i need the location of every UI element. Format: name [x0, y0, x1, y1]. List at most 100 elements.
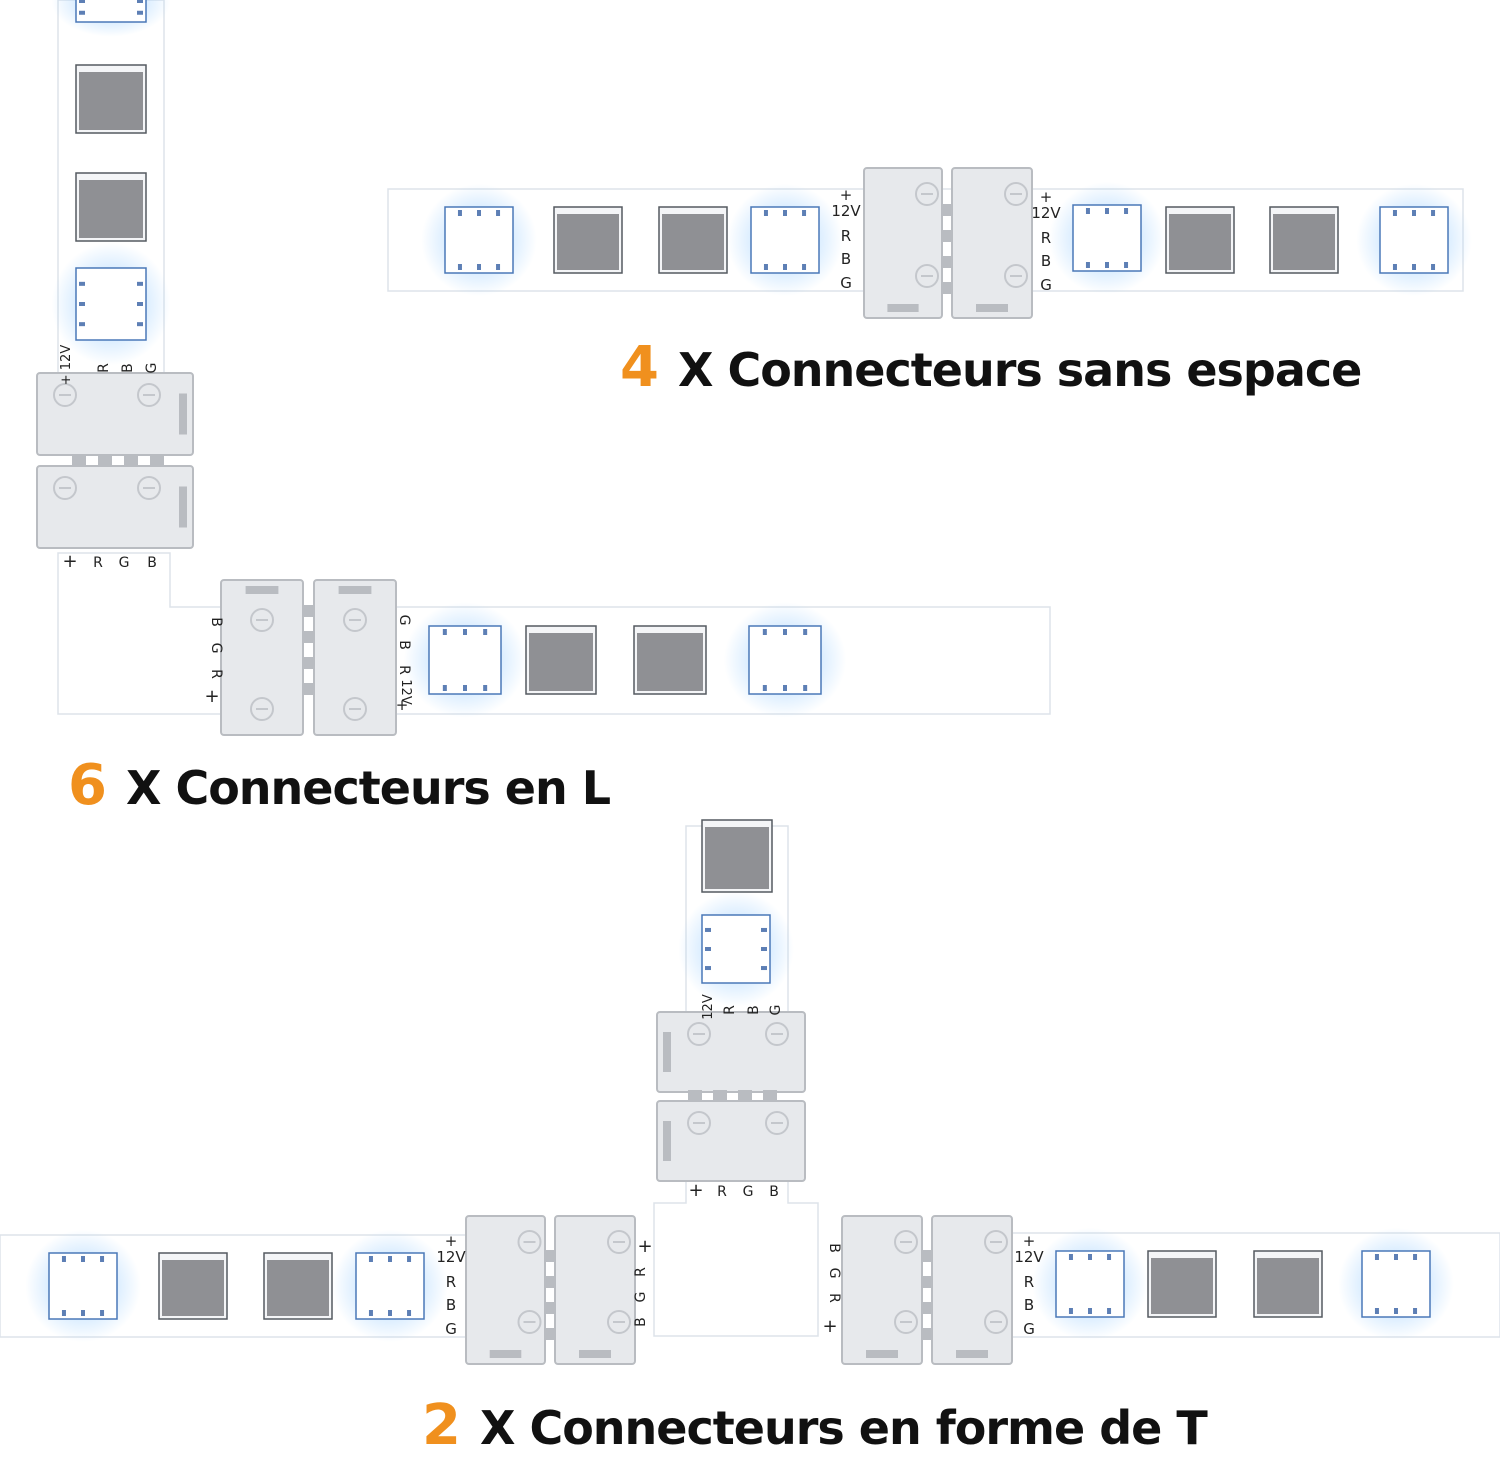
connector-pin	[688, 1090, 702, 1100]
led-pin	[1392, 264, 1397, 270]
led-pin	[79, 302, 85, 306]
strip-label-r: R	[396, 665, 412, 675]
connector-tab	[489, 1350, 522, 1358]
connector-tab	[956, 1350, 988, 1358]
strip-label-plus: +	[1023, 1232, 1036, 1250]
connector-pin	[922, 1276, 932, 1288]
caption-text: X Connecteurs en L	[125, 761, 611, 815]
connector-clip	[841, 1215, 923, 1365]
led-chip-on	[75, 0, 147, 23]
strip-label-r: R	[1041, 229, 1051, 247]
led-chip-on	[750, 206, 820, 274]
strip-label-b: B	[208, 617, 224, 627]
connector-clip	[313, 579, 397, 736]
strip-label-b: B	[147, 555, 157, 571]
led-pin	[1392, 210, 1397, 216]
strip-label-r: R	[841, 227, 851, 245]
connector-pin	[942, 282, 952, 294]
led-chip-on	[428, 625, 502, 695]
led-pin	[803, 629, 808, 635]
led-pin	[1105, 208, 1109, 214]
strip-label-b: B	[446, 1296, 456, 1314]
screw-icon	[517, 1310, 542, 1334]
strip-label-plus: +	[1040, 188, 1053, 206]
led-pin	[100, 1310, 105, 1316]
led-chip-core	[1151, 1258, 1213, 1314]
led-pin	[79, 281, 85, 286]
led-pin	[457, 264, 462, 270]
strip-label-plus: +	[822, 1316, 837, 1337]
led-pin	[1088, 1308, 1092, 1314]
led-pin	[783, 264, 787, 270]
caption-count: 6	[68, 753, 107, 818]
connector-pin	[545, 1302, 555, 1314]
strip-label-g: G	[743, 1184, 754, 1200]
led-chip-core	[662, 214, 724, 270]
strip-label-plus: +	[204, 686, 219, 707]
led-pin	[1085, 208, 1090, 214]
strip-label-g: G	[826, 1268, 842, 1279]
led-pin	[61, 1310, 66, 1316]
strip-label-plus: +	[637, 1236, 652, 1257]
led-pin	[137, 281, 143, 286]
connector-clip	[465, 1215, 546, 1365]
caption-text: X Connecteurs sans espace	[677, 343, 1362, 397]
strip-label-b: B	[841, 250, 851, 268]
strip-label-b: B	[633, 1317, 649, 1327]
strip-label-b: B	[396, 640, 412, 650]
screw-icon	[915, 182, 939, 206]
led-pin	[388, 1256, 392, 1262]
caption-text: X Connecteurs en forme de T	[479, 1401, 1208, 1455]
connector-tab	[579, 1350, 611, 1358]
led-pin	[1394, 1308, 1398, 1314]
strip-label-b: B	[769, 1184, 779, 1200]
led-pin	[79, 10, 85, 15]
connector-pin	[303, 683, 313, 695]
led-pin	[705, 966, 711, 971]
strip-label-g: G	[144, 363, 160, 374]
led-pin	[1088, 1254, 1092, 1260]
connector-pin	[738, 1090, 752, 1100]
connector-clip	[951, 167, 1033, 319]
strip-label-b: B	[120, 363, 136, 373]
strip-label-g: G	[208, 643, 224, 654]
connector-tab	[179, 486, 187, 528]
caption-count: 2	[422, 1393, 461, 1458]
connector-pin	[124, 455, 138, 465]
led-pin	[1413, 1308, 1418, 1314]
connector-pin	[713, 1090, 727, 1100]
strip-label-12v: 12V	[831, 202, 861, 220]
led-pin	[802, 210, 807, 216]
screw-icon	[915, 264, 939, 288]
screw-icon	[343, 608, 367, 632]
led-pin	[783, 629, 787, 635]
led-pin	[1412, 264, 1416, 270]
connector-pin	[922, 1250, 932, 1262]
screw-icon	[517, 1230, 542, 1254]
strip-label-plus: +	[840, 186, 853, 204]
strip-label-r: R	[826, 1293, 842, 1303]
l-connector-board	[57, 552, 223, 715]
screw-icon	[607, 1310, 631, 1334]
led-pin	[442, 629, 447, 635]
led-chip-core	[162, 1260, 224, 1316]
connector-pin	[922, 1302, 932, 1314]
strip-label-g: G	[1023, 1320, 1035, 1338]
connector-pin	[763, 1090, 777, 1100]
t-connector-board	[653, 1178, 819, 1337]
led-pin	[457, 210, 462, 216]
led-chip-core	[705, 827, 769, 889]
led-pin	[463, 685, 467, 691]
led-pin	[762, 629, 767, 635]
led-pin	[137, 10, 143, 15]
screw-icon	[765, 1111, 789, 1135]
led-pin	[1124, 262, 1129, 268]
led-pin	[1374, 1254, 1379, 1260]
connector-tab	[179, 393, 187, 435]
strip-label-plus: +	[445, 1232, 458, 1250]
screw-icon	[894, 1310, 918, 1334]
led-pin	[761, 947, 767, 951]
led-pin	[1068, 1254, 1073, 1260]
